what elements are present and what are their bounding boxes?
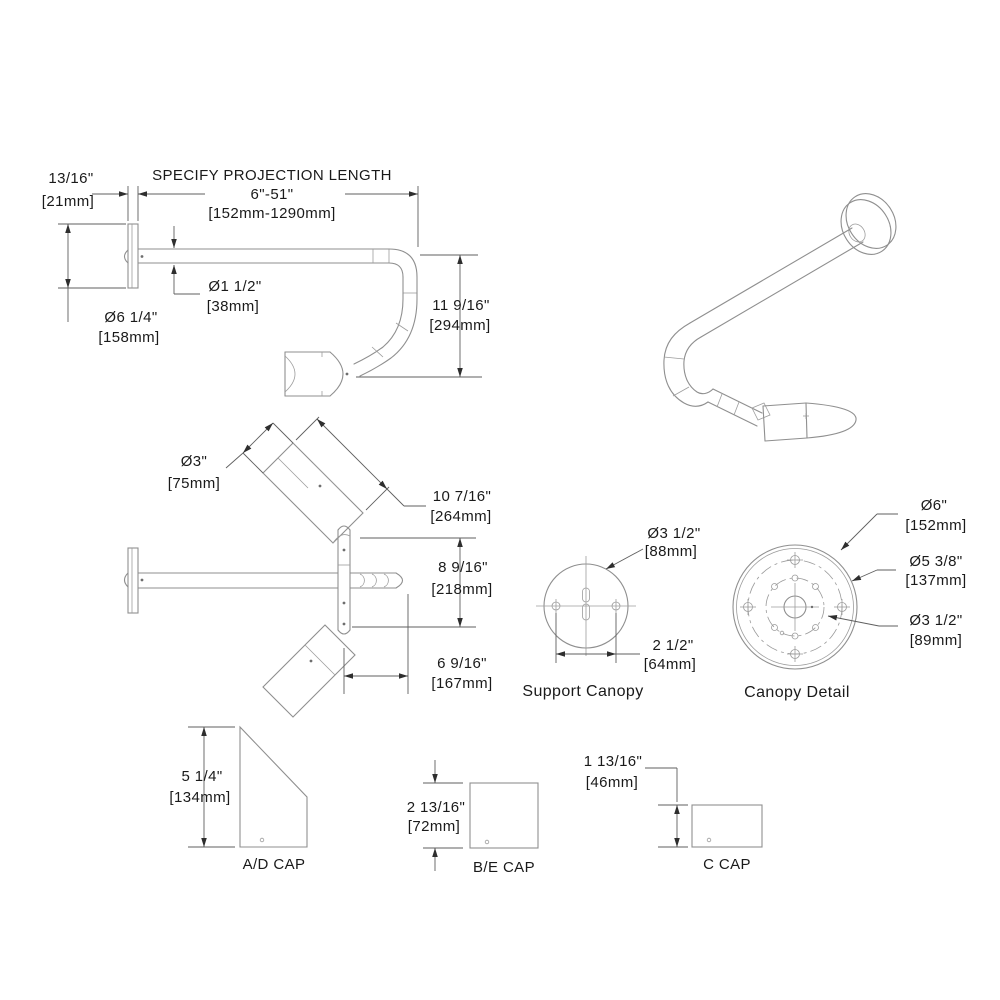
support-canopy-view: Ø3 1/2" [88mm] 2 1/2" [64mm] Support Can… bbox=[522, 525, 700, 700]
dim-tube-dia-mm: [38mm] bbox=[207, 298, 259, 315]
dim-projection-note: SPECIFY PROJECTION LENGTH bbox=[152, 167, 392, 184]
support-canopy-labels: Ø3 1/2" [88mm] 2 1/2" [64mm] Support Can… bbox=[522, 525, 700, 700]
dim-head-len-mm: [264mm] bbox=[430, 508, 491, 525]
be-cap-label: B/E CAP bbox=[473, 859, 535, 876]
be-cap-height-in: 2 13/16" bbox=[407, 799, 466, 816]
side-view-labels: 13/16" [21mm] SPECIFY PROJECTION LENGTH … bbox=[42, 167, 490, 346]
center-slot-upper bbox=[582, 587, 590, 603]
canopy-detail-labels: Ø6" [152mm] Ø5 3/8" [137mm] Ø3 1/2" [89m… bbox=[744, 497, 966, 701]
canopy-detail-view: Ø6" [152mm] Ø5 3/8" [137mm] Ø3 1/2" [89m… bbox=[732, 497, 966, 701]
ad-cap-height-mm: [134mm] bbox=[169, 789, 230, 806]
dim-plate-dia-mm: [158mm] bbox=[98, 329, 159, 346]
rear-stub-tube bbox=[349, 572, 404, 589]
be-cap-view: 2 13/16" [72mm] B/E CAP bbox=[407, 760, 539, 876]
support-canopy-dimensions bbox=[555, 548, 644, 663]
dim-canopy-dia-in: Ø3 1/2" bbox=[647, 525, 700, 542]
twin-wall-plate bbox=[123, 547, 144, 614]
twin-arm bbox=[137, 572, 339, 589]
dim-inner-dia-in: Ø3 1/2" bbox=[909, 612, 962, 629]
dim-bolt-circle-mm: [137mm] bbox=[905, 572, 966, 589]
c-cap-height-mm: [46mm] bbox=[586, 774, 638, 791]
canopy-detail-dimensions bbox=[827, 513, 898, 627]
twin-view-dimensions bbox=[225, 416, 476, 694]
dim-outer-dia-mm: [152mm] bbox=[905, 517, 966, 534]
c-cap-view: 1 13/16" [46mm] C CAP bbox=[584, 753, 763, 873]
dim-tube-dia-in: Ø1 1/2" bbox=[208, 278, 261, 295]
twin-head-view: Ø3" [75mm] 10 7/16" [264mm] 8 9/16" [218… bbox=[123, 416, 492, 718]
be-cap-shape bbox=[469, 782, 539, 849]
dim-horizontal-mm: [167mm] bbox=[431, 675, 492, 692]
wall-plate bbox=[123, 223, 144, 289]
upper-lamp-head bbox=[262, 442, 364, 544]
isometric-view bbox=[663, 193, 897, 442]
side-view: 13/16" [21mm] SPECIFY PROJECTION LENGTH … bbox=[42, 167, 490, 397]
dim-outer-dia-in: Ø6" bbox=[921, 497, 948, 514]
ad-cap-label: A/D CAP bbox=[243, 856, 306, 873]
projection-arm bbox=[137, 248, 418, 377]
canopy-rim-circle bbox=[736, 548, 854, 666]
iso-canopy-disc bbox=[840, 193, 897, 255]
inner-circle bbox=[765, 577, 825, 637]
dim-plate-thickness-in: 13/16" bbox=[48, 170, 93, 187]
dim-projection-range-mm: [152mm-1290mm] bbox=[208, 205, 335, 222]
canopy-outer-circle bbox=[732, 544, 858, 670]
inner-holes bbox=[771, 574, 819, 640]
dim-vertical-in: 8 9/16" bbox=[438, 559, 488, 576]
dim-hole-spacing-mm: [64mm] bbox=[644, 656, 696, 673]
dim-hole-spacing-in: 2 1/2" bbox=[652, 637, 693, 654]
dim-inner-dia-mm: [89mm] bbox=[910, 632, 962, 649]
c-cap-height-in: 1 13/16" bbox=[584, 753, 643, 770]
dim-horizontal-in: 6 9/16" bbox=[437, 655, 487, 672]
dim-plate-thickness-mm: [21mm] bbox=[42, 193, 94, 210]
ad-cap-shape bbox=[239, 725, 308, 848]
canopy-detail-caption: Canopy Detail bbox=[744, 684, 850, 701]
c-cap-shape bbox=[691, 804, 763, 848]
dim-head-dia-mm: [75mm] bbox=[168, 475, 220, 492]
junction-tube bbox=[337, 525, 351, 635]
be-cap-height-mm: [72mm] bbox=[408, 818, 460, 835]
dim-drop-mm: [294mm] bbox=[429, 317, 490, 334]
dim-canopy-dia-mm: [88mm] bbox=[645, 543, 697, 560]
iso-lamp-head bbox=[762, 402, 857, 442]
twin-view-labels: Ø3" [75mm] 10 7/16" [264mm] 8 9/16" [218… bbox=[168, 453, 492, 692]
iso-arm-tube bbox=[689, 227, 864, 338]
side-view-dimensions bbox=[58, 186, 482, 378]
dim-plate-dia-in: Ø6 1/4" bbox=[104, 309, 157, 326]
ad-cap-height-in: 5 1/4" bbox=[181, 768, 222, 785]
bolt-holes bbox=[740, 552, 850, 662]
dim-head-dia-in: Ø3" bbox=[181, 453, 208, 470]
dim-vertical-mm: [218mm] bbox=[431, 581, 492, 598]
lamp-head-side bbox=[284, 351, 349, 397]
lower-lamp-head bbox=[262, 624, 356, 718]
dim-projection-range-in: 6"-51" bbox=[250, 186, 293, 203]
center-slot-lower bbox=[582, 603, 590, 621]
iso-gooseneck bbox=[663, 322, 771, 427]
dim-head-len-in: 10 7/16" bbox=[433, 488, 492, 505]
dim-bolt-circle-in: Ø5 3/8" bbox=[909, 553, 962, 570]
dim-drop-in: 11 9/16" bbox=[432, 297, 489, 314]
ad-cap-view: 5 1/4" [134mm] A/D CAP bbox=[169, 725, 308, 873]
support-canopy-caption: Support Canopy bbox=[522, 683, 643, 700]
c-cap-label: C CAP bbox=[703, 856, 751, 873]
